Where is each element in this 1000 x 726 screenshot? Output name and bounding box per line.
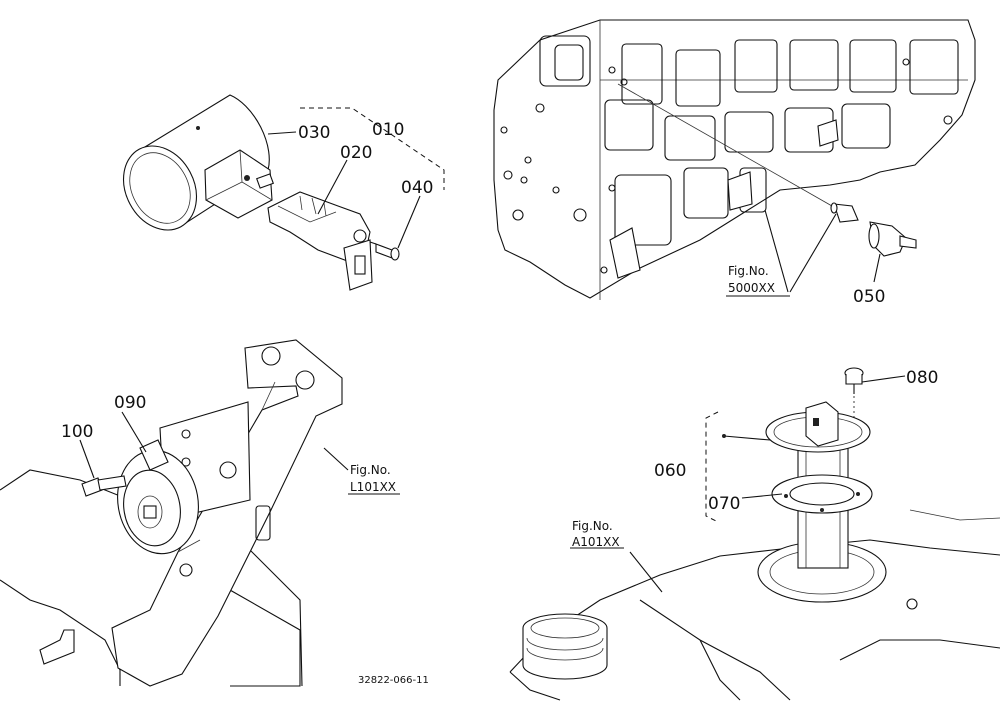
callout-020: 020 bbox=[340, 143, 372, 163]
leader-030 bbox=[267, 131, 297, 135]
callout-040: 040 bbox=[401, 178, 433, 198]
filler-neck bbox=[522, 613, 608, 680]
drawing-code: 32822-066-11 bbox=[358, 675, 429, 686]
tank-fig-ref-line1: Fig.No. bbox=[572, 519, 613, 533]
fuel-tank-group bbox=[509, 367, 1000, 701]
tank-fig-ref-line2: A101XX bbox=[572, 535, 620, 549]
engine-block-group bbox=[493, 19, 976, 300]
leader-frame-fig bbox=[323, 447, 349, 471]
callout-060: 060 bbox=[654, 461, 686, 481]
leader-100 bbox=[79, 439, 95, 479]
frame-fig-ref-line1: Fig.No. bbox=[350, 463, 391, 477]
callout-010: 010 bbox=[372, 120, 404, 140]
sensor-mount-block bbox=[204, 149, 274, 219]
leader-070 bbox=[741, 493, 783, 499]
air-flow-sensor-group bbox=[123, 94, 445, 291]
engine-fig-ref-line2: 5000XX bbox=[728, 281, 775, 295]
oil-pressure-sender bbox=[868, 221, 917, 257]
frame-fig-ref-line2: L101XX bbox=[350, 480, 396, 494]
callout-070: 070 bbox=[708, 494, 740, 514]
screw-040 bbox=[369, 241, 400, 261]
bracket-010 bbox=[300, 107, 445, 190]
leader-040 bbox=[397, 195, 421, 249]
engine-fig-ref-line1: Fig.No. bbox=[728, 264, 769, 278]
callout-090: 090 bbox=[114, 393, 146, 413]
leader-engine-fig-1 bbox=[764, 209, 789, 293]
horn bbox=[117, 439, 199, 555]
oil-pressure-fitting bbox=[830, 202, 859, 223]
horn-bolt bbox=[81, 475, 127, 497]
callout-050: 050 bbox=[853, 287, 885, 307]
bracket-060 bbox=[705, 411, 719, 523]
frame-horn-group bbox=[0, 339, 400, 687]
leader-050 bbox=[873, 253, 881, 283]
leader-080 bbox=[861, 375, 906, 383]
callout-030: 030 bbox=[298, 123, 330, 143]
gauge-gasket bbox=[771, 474, 873, 514]
leader-060-dot bbox=[723, 435, 771, 441]
leader-090 bbox=[121, 411, 147, 453]
gauge-screw bbox=[844, 367, 864, 420]
callout-100: 100 bbox=[61, 422, 93, 442]
leader-020 bbox=[317, 159, 348, 215]
intake-tube bbox=[123, 94, 270, 231]
leader-engine-fig-2 bbox=[789, 213, 837, 293]
leader-tank-fig bbox=[629, 551, 663, 593]
mass-air-flow-sensor bbox=[267, 191, 373, 291]
callout-080: 080 bbox=[906, 368, 938, 388]
